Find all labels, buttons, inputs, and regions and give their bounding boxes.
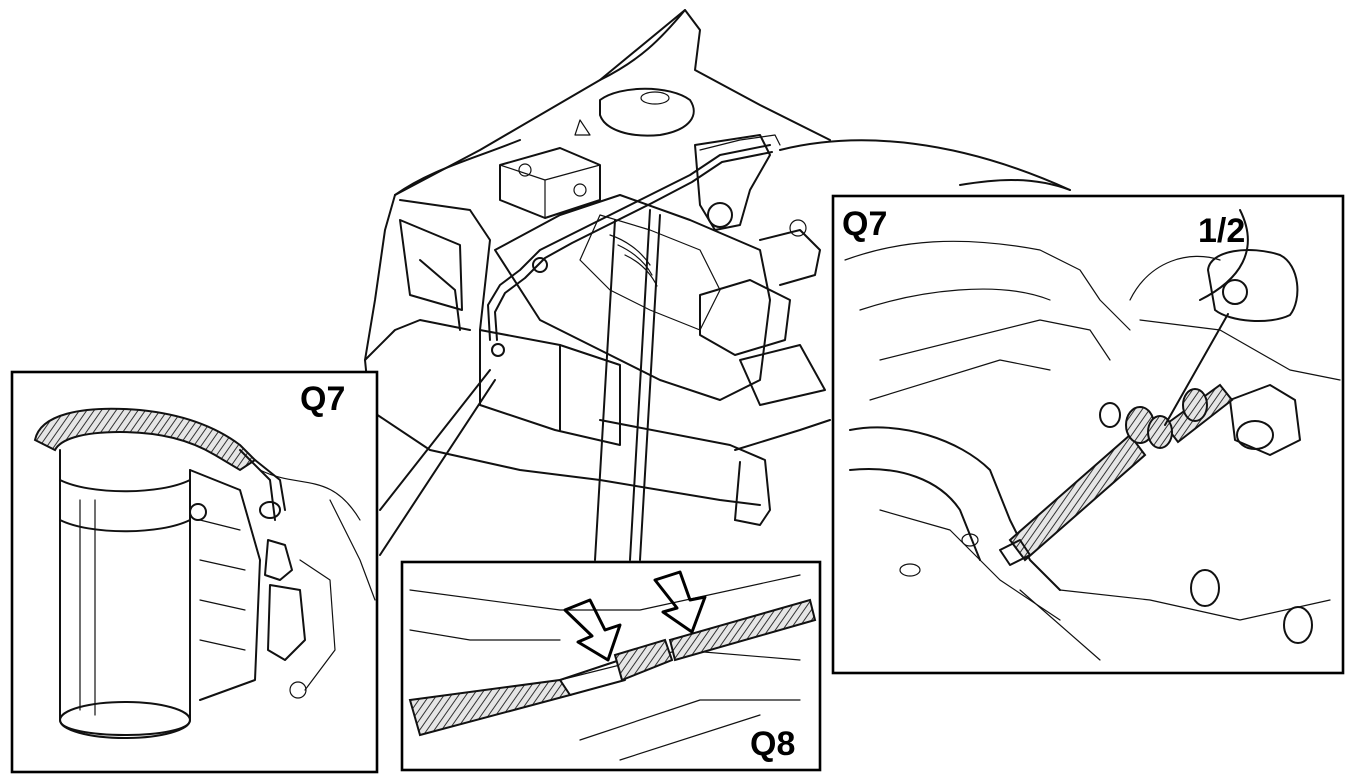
panel-label-right: Q7 [842, 205, 887, 243]
fraction-label: 1/2 [1198, 212, 1245, 250]
detail-panel-right: Q7 1/2 [831, 194, 1345, 675]
panel-label-middle: Q8 [750, 725, 795, 763]
panel-label-left: Q7 [300, 380, 345, 418]
car-front-overview [364, 9, 1071, 561]
detail-panel-middle: Q8 [400, 560, 822, 772]
detail-panel-left: Q7 [10, 370, 379, 774]
